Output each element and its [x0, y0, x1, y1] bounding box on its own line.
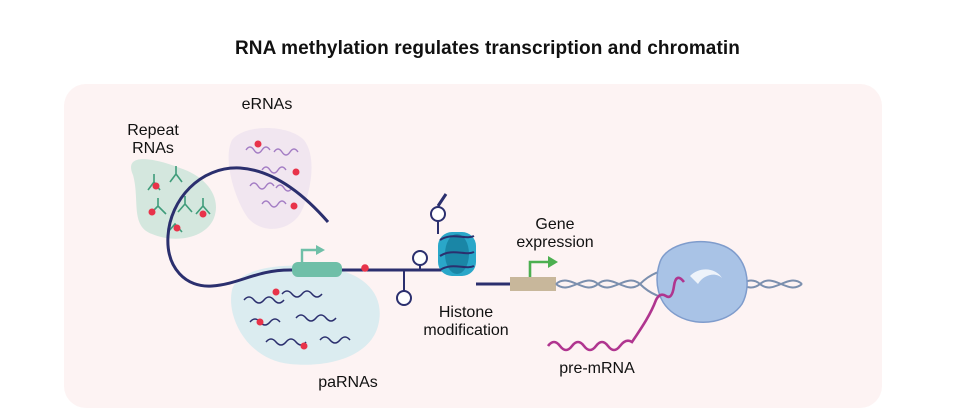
label-histone-modification: Histone modification: [423, 304, 509, 339]
label-ernas: eRNAs: [241, 96, 293, 113]
label-parnas: paRNAs: [318, 374, 378, 391]
label-gene-expression: Gene expression: [516, 216, 594, 251]
methylation-dot: [292, 168, 300, 176]
gene-box: [510, 277, 556, 291]
histone-tail-marks: [396, 206, 446, 306]
methylation-dot: [148, 208, 156, 216]
methylation-dot: [254, 140, 262, 148]
methylation-dot: [272, 288, 280, 296]
parnas-cloud: [231, 265, 380, 365]
label-pre-mrna: pre-mRNA: [559, 360, 635, 377]
nucleosome: [438, 232, 476, 276]
chromatin-loop: [166, 166, 400, 288]
methylation-dot: [173, 224, 181, 232]
ernas-cloud: [228, 128, 312, 229]
methylation-dot: [256, 318, 264, 326]
methylation-dot: [152, 182, 160, 190]
promoter-box: [292, 262, 342, 277]
methylation-dot: [361, 264, 369, 272]
methylation-dot: [300, 342, 308, 350]
methylation-dot: [290, 202, 298, 210]
pre-mrna-strand: [546, 276, 686, 352]
figure-title: RNA methylation regulates transcription …: [234, 38, 740, 59]
methylation-dot: [199, 210, 207, 218]
gene-start-arrow: [528, 260, 548, 277]
transcription-start-arrow: [300, 248, 316, 262]
label-repeat-rnas: Repeat RNAs: [127, 122, 179, 157]
repeat-rnas-cloud: [131, 159, 216, 239]
rna-polymerase: [656, 240, 748, 323]
